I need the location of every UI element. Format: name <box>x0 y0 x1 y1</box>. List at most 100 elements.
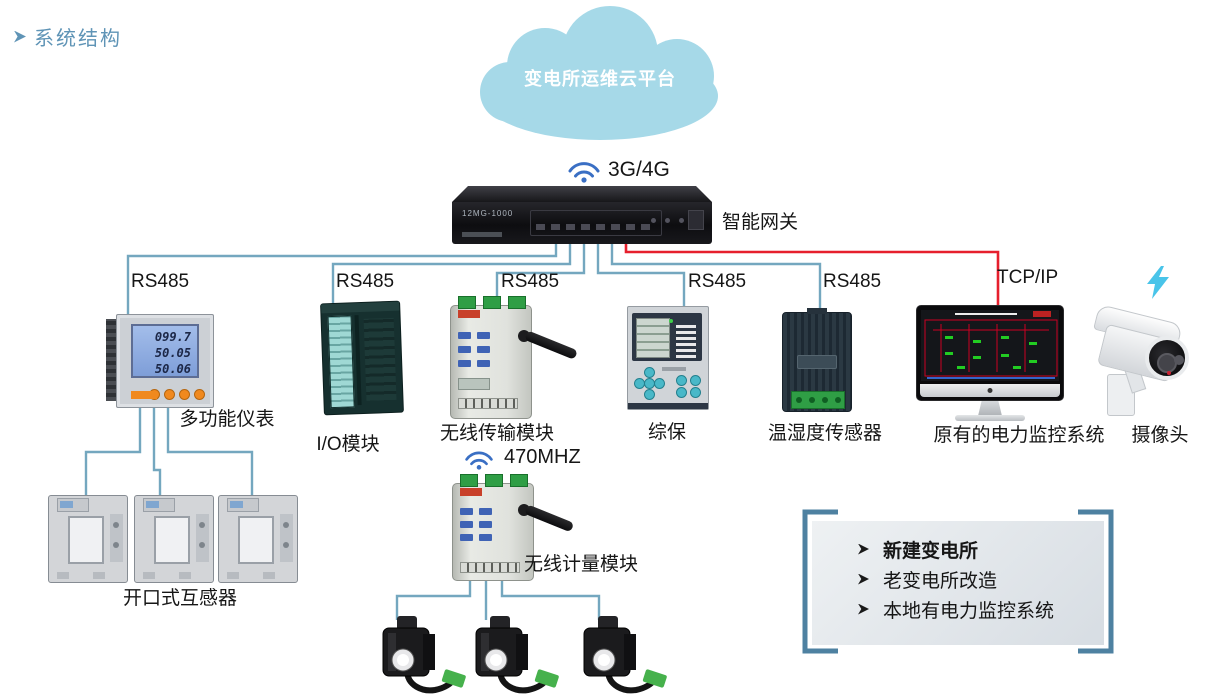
tcpip-line <box>624 244 1000 306</box>
gateway-power-switch <box>688 210 704 230</box>
wireless-module-terminal-strip <box>458 398 518 409</box>
protection-relay-device <box>627 306 709 410</box>
page-title-text: 系统结构 <box>34 28 122 50</box>
cloud-shape <box>480 6 718 140</box>
io-module-label: I/O模块 <box>316 434 380 455</box>
rs485-label-5: RS485 <box>823 271 882 292</box>
temp-humidity-sensor-device <box>782 308 852 412</box>
arrow-bullet-icon <box>858 543 869 555</box>
wireless-module-row <box>458 346 490 353</box>
ct-clamp-device <box>475 616 559 694</box>
meter-clamp-line-3 <box>500 580 601 620</box>
meter-ct-line-1 <box>84 406 142 495</box>
rs485-label-3: RS485 <box>501 271 560 292</box>
info-item-text: 本地有电力监控系统 <box>883 600 1055 622</box>
camera-ir-led <box>1167 371 1171 375</box>
info-box-list: 新建变电所 老变电所改造 本地有电力监控系统 <box>858 534 1054 624</box>
info-item-3: 本地有电力监控系统 <box>858 594 1054 624</box>
meter-ct-line-3 <box>166 406 254 495</box>
meter-buttons <box>149 389 205 400</box>
meter-lcd: 099.7 50.05 50.06 <box>131 324 199 378</box>
gateway-port-panel <box>530 210 662 236</box>
temp-humidity-label: 温湿度传感器 <box>767 423 883 444</box>
meter-side-fins <box>106 319 118 401</box>
protection-label: 综保 <box>647 422 687 443</box>
scada-diagram <box>924 311 1058 379</box>
arrow-bullet-icon <box>14 30 26 43</box>
camera-device <box>1093 298 1193 416</box>
monitor-base <box>955 415 1025 421</box>
wireless-module-terminals <box>460 474 528 487</box>
wireless-transmission-label: 无线传输模块 <box>439 423 555 444</box>
protection-brand <box>662 367 686 371</box>
wifi-icon-470 <box>465 451 493 470</box>
split-ct-label: 开口式互感器 <box>122 588 238 609</box>
gateway-led <box>679 218 684 223</box>
wireless-metering-device <box>452 474 582 582</box>
protection-button <box>676 375 687 386</box>
gateway-wireless-label: 3G/4G <box>608 158 670 181</box>
wireless-module-row <box>458 332 490 339</box>
wireless-module-terminals <box>458 296 526 309</box>
info-item-text: 新建变电所 <box>883 540 979 562</box>
protection-lcd <box>636 318 670 358</box>
io-top-cap <box>321 301 400 314</box>
rs485-label-1: RS485 <box>131 271 190 292</box>
meter-lcd-line-3: 50.06 <box>154 362 191 376</box>
protection-led-bar <box>676 325 696 328</box>
protection-bottom-band <box>628 403 708 409</box>
wireless-module-row <box>460 521 492 528</box>
wireless-module-row <box>460 534 492 541</box>
meter-brand-strip <box>131 391 157 399</box>
gateway-device: 12MG-1000 <box>452 202 712 244</box>
io-label-strip <box>327 315 355 409</box>
wifi-icon <box>568 162 600 183</box>
lightning-icon <box>1147 266 1169 299</box>
protection-led-green <box>669 319 673 323</box>
monitor-stand <box>978 401 1002 416</box>
metering-wireless-label: 470MHZ <box>504 446 581 468</box>
protection-button <box>644 389 655 400</box>
protection-led-bar <box>676 343 696 346</box>
wireless-transmission-device <box>450 296 580 422</box>
info-item-2: 老变电所改造 <box>858 564 1054 594</box>
protection-button <box>644 367 655 378</box>
meter-clamp-line-1 <box>395 580 472 620</box>
gateway-led <box>651 218 656 223</box>
gateway-ports <box>536 224 654 230</box>
gateway-model-text: 12MG-1000 <box>462 209 514 218</box>
io-module-device <box>320 300 404 416</box>
tcpip-label: TCP/IP <box>997 267 1059 288</box>
rs485-line-5 <box>610 244 822 310</box>
cloud-platform-label: 变电所运维云平台 <box>524 69 676 89</box>
ct-clamp-device <box>583 616 667 694</box>
wireless-metering-label: 无线计量模块 <box>524 554 639 575</box>
wireless-module-row <box>460 508 492 515</box>
protection-button <box>676 387 687 398</box>
split-ct-device <box>48 495 128 583</box>
scada-monitor-device <box>916 305 1064 421</box>
wireless-module-display <box>458 378 490 390</box>
wireless-module-terminal-strip <box>460 562 520 573</box>
meter-lcd-line-2: 50.05 <box>154 346 191 360</box>
rs485-label-2: RS485 <box>336 271 395 292</box>
sensor-terminal-block <box>791 391 845 409</box>
info-item-1: 新建变电所 <box>858 534 1054 564</box>
sensor-mount-tab <box>807 308 827 314</box>
arrow-bullet-icon <box>858 603 869 615</box>
gateway-led <box>665 218 670 223</box>
rs485-line-2 <box>331 244 572 304</box>
gateway-label: 智能网关 <box>722 212 799 233</box>
camera-lens-face <box>1145 336 1189 380</box>
camera-label: 摄像头 <box>1131 425 1189 446</box>
protection-led-bar <box>676 331 696 334</box>
gateway-brand-strip <box>462 232 502 237</box>
info-item-text: 老变电所改造 <box>883 570 998 592</box>
meter-lcd-line-1: 099.7 <box>154 330 191 344</box>
meter-ct-line-2 <box>152 406 162 495</box>
apple-logo-icon <box>987 388 993 393</box>
arrow-bullet-icon <box>858 573 869 585</box>
antenna <box>524 330 578 360</box>
wireless-module-brand <box>460 488 482 496</box>
